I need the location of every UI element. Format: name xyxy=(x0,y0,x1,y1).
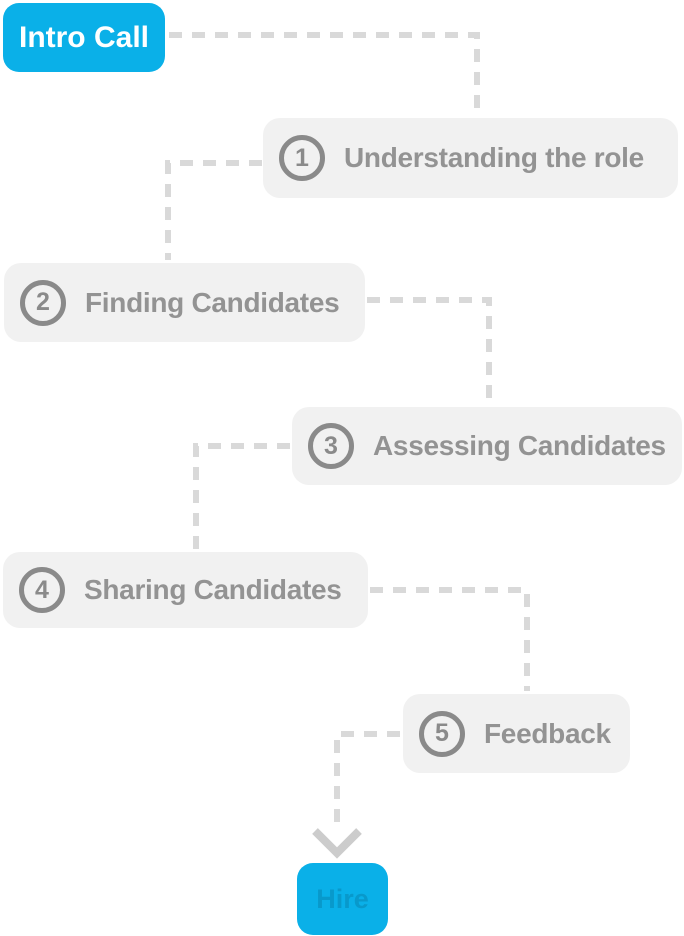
step-label: Understanding the role xyxy=(344,142,644,173)
connector-step2-to-step3 xyxy=(367,297,492,404)
node-hire: Hire xyxy=(297,863,388,935)
connector-step3-to-step4 xyxy=(193,443,290,549)
node-step-understanding-the-role: 1 Understanding the role xyxy=(263,118,678,198)
step-number: 2 xyxy=(36,288,50,316)
step-label: Feedback xyxy=(484,717,611,749)
step-number-badge: 2 xyxy=(20,279,66,326)
hire-label: Hire xyxy=(316,883,369,914)
connector-intro-to-step1 xyxy=(169,32,480,115)
step-number: 1 xyxy=(295,143,309,172)
arrow-down-icon xyxy=(312,828,362,859)
step-number: 4 xyxy=(35,575,49,604)
step-label: Sharing Candidates xyxy=(84,574,342,605)
step-number-badge: 5 xyxy=(419,710,465,757)
intro-call-label: Intro Call xyxy=(18,20,149,54)
step-label: Finding Candidates xyxy=(85,286,340,318)
step-number: 3 xyxy=(324,431,338,460)
node-intro-call: Intro Call xyxy=(3,3,165,72)
step-number-badge: 4 xyxy=(19,567,65,613)
step-number-badge: 1 xyxy=(279,135,325,181)
node-step-finding-candidates: 2 Finding Candidates xyxy=(4,263,365,342)
step-number: 5 xyxy=(435,719,449,747)
connector-step5-to-hire xyxy=(334,731,400,827)
node-step-sharing-candidates: 4 Sharing Candidates xyxy=(3,552,368,628)
step-number-badge: 3 xyxy=(308,423,354,469)
step-label: Assessing Candidates xyxy=(373,430,666,461)
connector-step1-to-step2 xyxy=(165,160,262,260)
node-step-feedback: 5 Feedback xyxy=(403,694,630,773)
connector-step4-to-step5 xyxy=(370,587,530,691)
node-step-assessing-candidates: 3 Assessing Candidates xyxy=(292,407,682,485)
